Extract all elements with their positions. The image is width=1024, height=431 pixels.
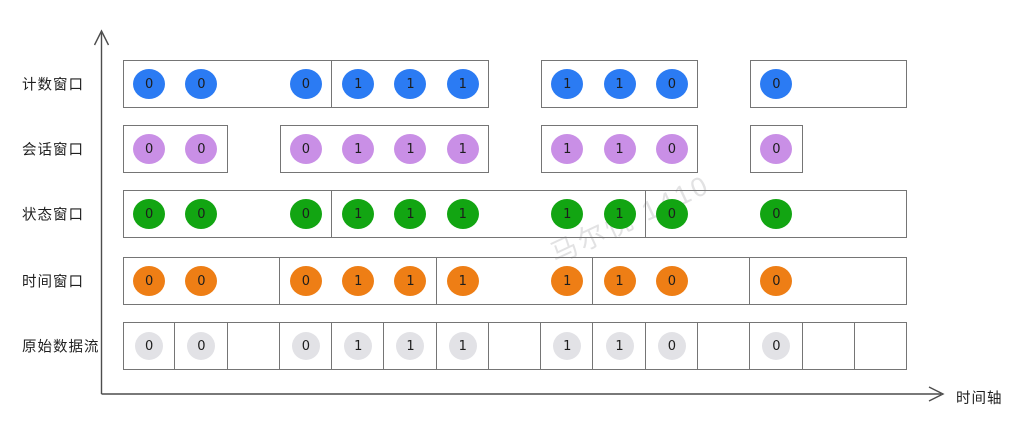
event-circle: 1 [551,69,584,99]
count-window-box [331,60,489,108]
row-label-count-window: 计数窗口 [22,77,84,94]
row-label-session-window: 会话窗口 [22,142,84,159]
event-circle: 0 [133,69,166,99]
event-circle: 1 [342,266,375,296]
state-window-box [331,190,646,238]
event-circle: 0 [185,199,218,229]
row-label-raw-stream: 原始数据流 [22,339,100,356]
event-circle: 1 [448,332,477,360]
event-circle: 1 [551,134,584,164]
event-circle: 1 [605,332,634,360]
event-circle: 1 [553,332,582,360]
event-circle: 0 [133,134,166,164]
event-circle: 0 [289,69,322,99]
event-circle: 1 [446,134,479,164]
event-circle: 1 [446,199,479,229]
event-circle: 1 [603,69,636,99]
event-circle: 1 [551,199,584,229]
event-circle: 1 [603,199,636,229]
event-circle: 1 [342,69,375,99]
event-circle: 1 [603,134,636,164]
event-circle: 0 [760,199,793,229]
event-circle: 0 [291,332,320,360]
event-circle: 0 [289,266,322,296]
event-circle: 0 [185,69,218,99]
event-circle: 1 [394,266,427,296]
event-circle: 0 [762,332,791,360]
event-circle: 0 [760,266,793,296]
event-circle: 0 [760,134,793,164]
event-circle: 0 [655,199,688,229]
x-axis-label: 时间轴 [956,391,1003,407]
count-window-box [541,60,698,108]
y-axis-arrowhead-icon [93,29,110,46]
raw-stream-box [696,322,751,370]
event-circle: 0 [289,134,322,164]
session-window-box [750,125,803,173]
session-window-box [279,125,489,173]
event-circle: 1 [446,266,479,296]
event-circle: 0 [133,199,166,229]
event-circle: 0 [657,332,686,360]
event-circle: 1 [342,199,375,229]
event-circle: 1 [394,69,427,99]
session-window-box [123,125,228,173]
event-circle: 1 [394,199,427,229]
event-circle: 1 [551,266,584,296]
raw-stream-box [801,322,855,370]
event-circle: 1 [446,69,479,99]
event-circle: 1 [344,332,373,360]
event-circle: 0 [187,332,216,360]
event-circle: 0 [655,134,688,164]
raw-stream-box [853,322,908,370]
event-circle: 0 [655,69,688,99]
event-circle: 1 [394,134,427,164]
session-window-box [541,125,698,173]
state-window-box [644,190,908,238]
event-circle: 0 [289,199,322,229]
event-circle: 0 [655,266,688,296]
row-label-time-window: 时间窗口 [22,274,84,291]
x-axis-arrowhead-icon [928,386,945,402]
event-circle: 0 [185,134,218,164]
event-circle: 1 [603,266,636,296]
time-window-box [749,257,908,305]
event-circle: 1 [396,332,425,360]
count-window-box [750,60,908,108]
raw-stream-box [226,322,280,370]
row-label-state-window: 状态窗口 [22,207,84,224]
event-circle: 0 [760,69,793,99]
event-circle: 1 [342,134,375,164]
event-circle: 0 [133,266,166,296]
event-circle: 0 [185,266,218,296]
event-circle: 0 [135,332,164,360]
raw-stream-box [487,322,542,370]
